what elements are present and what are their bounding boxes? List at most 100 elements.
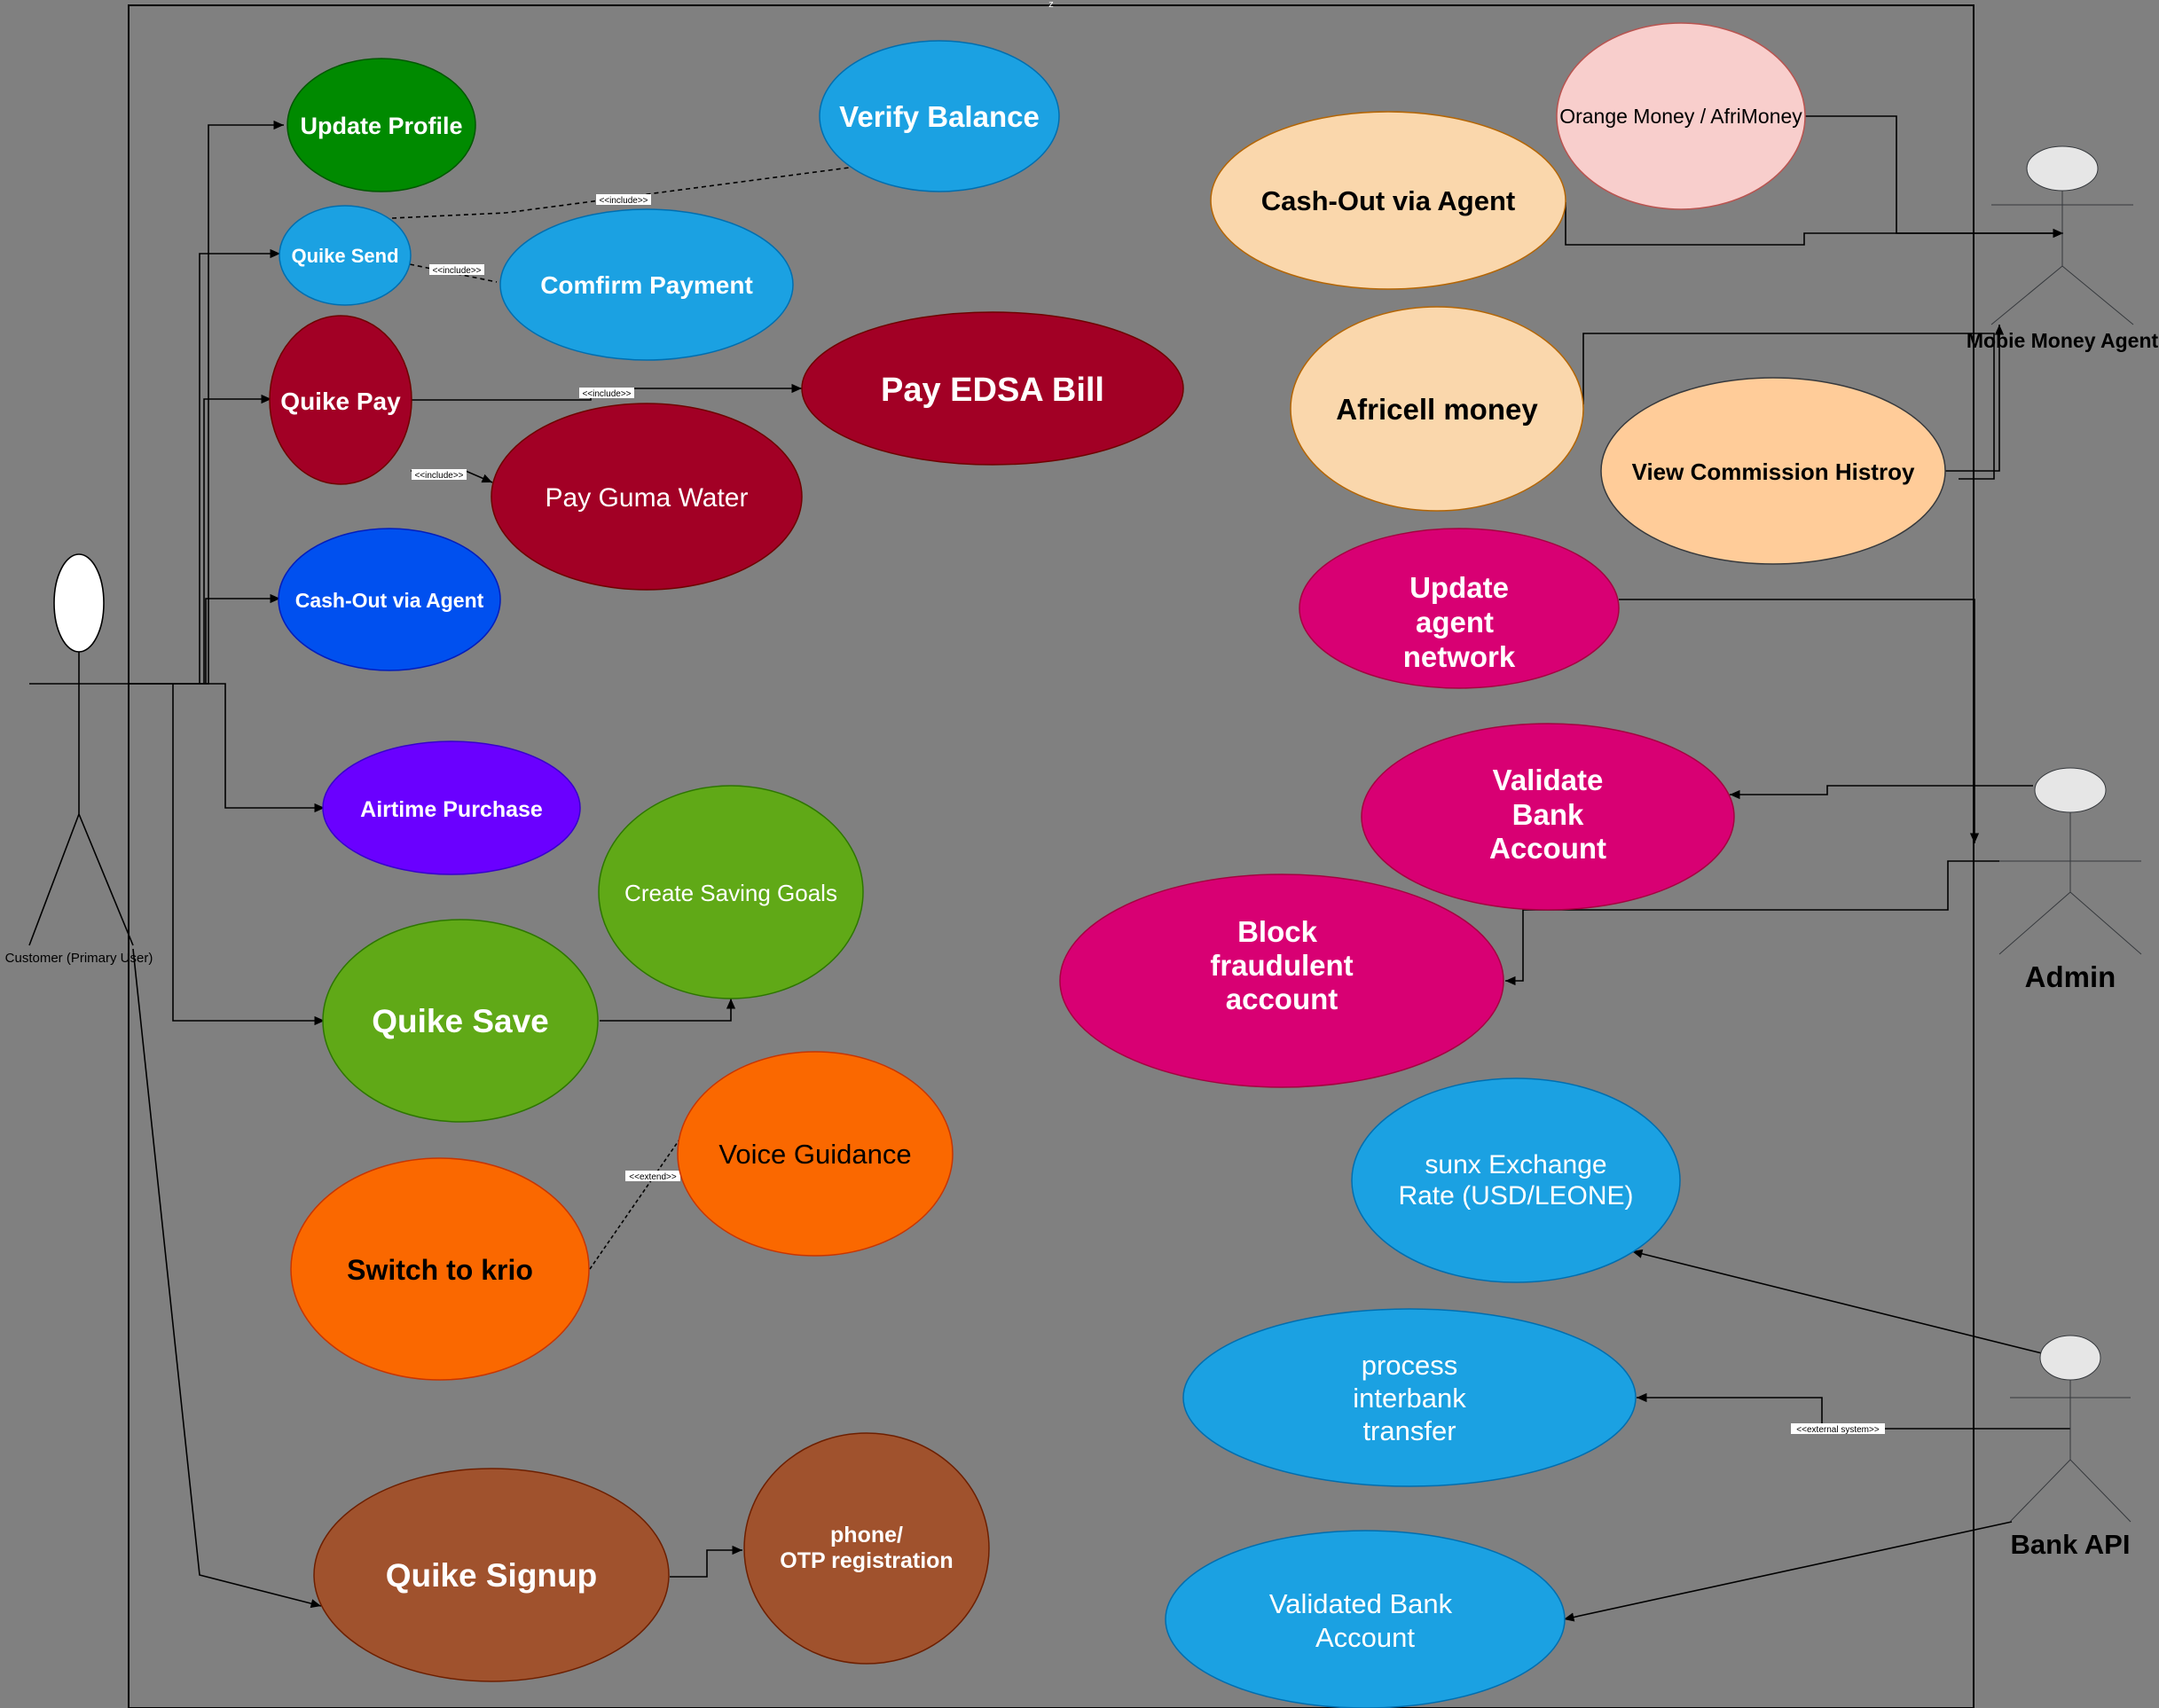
connector-send-confirm <box>409 263 498 283</box>
svg-text:Orange Money / AfriMoney: Orange Money / AfriMoney <box>1559 105 1802 128</box>
use-case-switch-krio[interactable]: Switch to krio <box>290 1157 590 1381</box>
external-system-label: <<external system>> <box>1791 1423 1885 1435</box>
actor-agent[interactable] <box>1990 145 2134 325</box>
connector-customer-quike-send <box>199 248 280 684</box>
svg-text:Verify Balance: Verify Balance <box>839 100 1040 133</box>
svg-text:OTP registration: OTP registration <box>780 1548 953 1573</box>
actor-agent-label: Mobie Money Agent <box>1967 329 2159 352</box>
svg-text:interbank: interbank <box>1353 1383 1466 1414</box>
connector-admin-block <box>1505 860 1999 986</box>
use-case-orange-money[interactable]: Orange Money / AfriMoney <box>1556 22 1806 210</box>
connector-network-admin <box>1619 599 1980 843</box>
use-case-airtime[interactable]: Airtime Purchase <box>322 740 581 875</box>
use-case-update-profile[interactable]: Update Profile <box>287 58 476 192</box>
svg-text:network: network <box>1403 640 1516 673</box>
svg-text:account: account <box>1226 983 1339 1015</box>
use-case-africell[interactable]: Africell money <box>1290 306 1584 512</box>
use-case-commission[interactable]: View Commission Histroy <box>1600 377 1946 565</box>
actor-customer-label: Customer (Primary User) <box>5 951 153 966</box>
svg-text:<<include>>: <<include>> <box>599 196 648 206</box>
svg-text:Validated Bank: Validated Bank <box>1269 1588 1453 1619</box>
svg-text:Quike Signup: Quike Signup <box>386 1557 597 1594</box>
connector-customer-signup <box>132 948 322 1609</box>
use-case-voice-guidance[interactable]: Voice Guidance <box>677 1051 954 1257</box>
connector-admin-validate <box>1730 785 2033 800</box>
use-case-block-fraud[interactable]: Block fraudulent account <box>1059 874 1504 1088</box>
connector-signup-otp <box>670 1545 742 1578</box>
svg-text:<<include>>: <<include>> <box>582 389 631 399</box>
relation-labels: <<include>> <<include>> <<include>> <<in… <box>412 194 1885 1435</box>
svg-text:Quike Pay: Quike Pay <box>280 388 401 415</box>
use-case-saving-goals[interactable]: Create Saving Goals <box>598 785 864 999</box>
svg-text:Block: Block <box>1237 915 1318 948</box>
connector-customer-airtime <box>129 683 325 813</box>
include-label-verify: <<include>> <box>596 194 651 206</box>
use-case-interbank[interactable]: process interbank transfer <box>1182 1308 1637 1487</box>
use-case-pay-guma[interactable]: Pay Guma Water <box>491 403 803 591</box>
use-case-otp-registration[interactable]: phone/ OTP registration <box>743 1432 990 1665</box>
connector-bank-validated <box>1563 1521 2013 1622</box>
use-case-quike-signup[interactable]: Quike Signup <box>313 1468 670 1682</box>
connector-africell-agent <box>1582 333 1995 480</box>
svg-text:fraudulent: fraudulent <box>1210 949 1353 982</box>
boundary-label: z <box>1048 0 1054 10</box>
svg-text:Validate: Validate <box>1493 764 1604 796</box>
svg-text:Pay Guma Water: Pay Guma Water <box>546 483 749 513</box>
system-boundary <box>128 4 1975 1708</box>
svg-text:Comfirm Payment: Comfirm Payment <box>540 271 753 299</box>
actor-admin[interactable] <box>1998 767 2142 955</box>
svg-text:<<include>>: <<include>> <box>432 266 481 276</box>
actor-bank-api-head <box>2039 1335 2101 1381</box>
use-case-quike-save[interactable]: Quike Save <box>322 919 599 1123</box>
actor-agent-head <box>2026 145 2099 192</box>
include-label-edsa: <<include>> <box>579 388 634 399</box>
use-case-cashout-agent[interactable]: Cash-Out via Agent <box>1210 111 1566 290</box>
svg-text:<<extend>>: <<extend>> <box>629 1172 677 1182</box>
connectors <box>129 115 2070 1622</box>
svg-text:agent: agent <box>1416 606 1494 639</box>
actor-admin-label: Admin <box>2025 960 2116 993</box>
use-case-verify-balance[interactable]: Verify Balance <box>819 40 1060 192</box>
use-case-confirm-payment[interactable]: Comfirm Payment <box>499 208 794 361</box>
svg-text:sunx Exchange: sunx Exchange <box>1425 1150 1606 1179</box>
use-case-cashout-customer[interactable]: Cash-Out via Agent <box>278 528 501 671</box>
svg-text:View Commission Histroy: View Commission Histroy <box>1632 458 1915 485</box>
use-case-validated-bank[interactable]: Validated Bank Account <box>1165 1530 1566 1708</box>
svg-text:Switch to krio: Switch to krio <box>347 1254 533 1286</box>
connector-orange-agent <box>1805 115 2063 239</box>
connector-commission-agent <box>1944 325 2005 472</box>
svg-text:Update: Update <box>1409 571 1509 604</box>
svg-text:Pay EDSA Bill: Pay EDSA Bill <box>881 372 1104 409</box>
include-label-confirm: <<include>> <box>429 264 484 276</box>
svg-text:Africell money: Africell money <box>1336 393 1538 426</box>
connector-save-goals <box>600 999 736 1022</box>
actor-bank-api[interactable] <box>2009 1335 2132 1523</box>
use-case-validate-bank[interactable]: Validate Bank Account <box>1361 723 1735 911</box>
svg-text:Update Profile: Update Profile <box>300 113 462 139</box>
connector-customer-cashout <box>205 593 280 684</box>
connector-customer-quike-pay <box>203 394 271 684</box>
connector-bank-exchange <box>1631 1249 2043 1354</box>
use-case-quike-pay[interactable]: Quike Pay <box>269 315 412 485</box>
actor-admin-head <box>2034 767 2107 813</box>
svg-text:Cash-Out via Agent: Cash-Out via Agent <box>1261 185 1516 216</box>
actor-customer-head <box>53 553 105 653</box>
connector-cashout-agent <box>1565 202 2063 246</box>
actor-customer[interactable] <box>28 553 134 946</box>
use-case-quike-send[interactable]: Quike Send <box>279 205 412 306</box>
svg-text:Rate (USD/LEONE): Rate (USD/LEONE) <box>1398 1181 1633 1210</box>
svg-text:Quike Send: Quike Send <box>291 245 398 267</box>
svg-text:Quike Save: Quike Save <box>372 1003 549 1039</box>
svg-text:Bank: Bank <box>1512 798 1584 831</box>
use-case-update-network[interactable]: Update agent network <box>1299 528 1620 689</box>
svg-text:phone/: phone/ <box>830 1523 903 1547</box>
connector-bank-interbank <box>1637 1392 2070 1430</box>
connector-send-verify <box>391 166 857 219</box>
svg-text:Create Saving Goals: Create Saving Goals <box>624 880 837 906</box>
svg-text:Voice Guidance: Voice Guidance <box>718 1139 911 1170</box>
use-case-pay-edsa[interactable]: Pay EDSA Bill <box>801 311 1184 466</box>
actor-bank-api-label: Bank API <box>2011 1529 2131 1560</box>
svg-text:process: process <box>1362 1350 1458 1381</box>
connector-krio-voice <box>589 1139 680 1270</box>
use-case-exchange-rate[interactable]: sunx Exchange Rate (USD/LEONE) <box>1351 1077 1681 1283</box>
